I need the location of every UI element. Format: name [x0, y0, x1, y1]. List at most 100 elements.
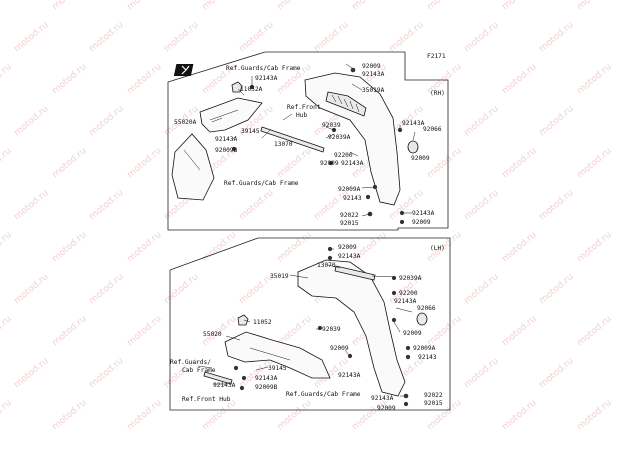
watermark-text: motod.ru	[463, 272, 501, 306]
label-92009A: 92009A	[413, 345, 436, 352]
label-13070: 13070	[274, 141, 293, 148]
label-92143A: 92143A	[371, 395, 394, 402]
label-ref-guards-cab-frame: Ref.Guards/Cab Frame	[226, 65, 301, 72]
watermark-text: motod.ru	[51, 314, 89, 348]
watermark-text: motod.ru	[576, 230, 614, 264]
watermark-text: motod.ru	[313, 20, 351, 54]
label-92015: 92015	[424, 400, 443, 407]
label-ref-front: Ref.Front	[287, 104, 321, 111]
watermark-text: motod.ru	[501, 398, 539, 432]
watermark-text: motod.ru	[351, 398, 389, 432]
watermark-text: motod.ru	[88, 272, 126, 306]
label-ref-guards: Ref.Guards/	[170, 359, 211, 366]
rear-guard-panel-rh	[199, 97, 263, 133]
watermark-text: motod.ru	[163, 20, 201, 54]
fender-35019	[297, 259, 406, 397]
watermark-text: motod.ru	[88, 104, 126, 138]
watermark-text: motod.ru	[0, 146, 14, 180]
side-label-lh: (LH)	[430, 245, 445, 252]
label-92009: 92009	[338, 244, 357, 251]
grommet-92066	[416, 312, 428, 326]
watermark-text: motod.ru	[463, 188, 501, 222]
label-92143A: 92143A	[402, 120, 425, 127]
watermark-text: motod.ru	[538, 272, 576, 306]
label-92143A: 92143A	[255, 375, 278, 382]
watermark-text: motod.ru	[463, 356, 501, 390]
watermark-text: motod.ru	[126, 146, 164, 180]
watermark-text: motod.ru	[276, 0, 314, 12]
label-92022: 92022	[424, 392, 443, 399]
label-92143A: 92143A	[213, 382, 236, 389]
rear-guard-panel-lh	[224, 331, 331, 379]
label-92143A: 92143A	[215, 136, 238, 143]
label-39145: 39145	[241, 128, 260, 135]
watermark-text: motod.ru	[0, 0, 14, 12]
watermark-text: motod.ru	[0, 398, 14, 432]
watermark-text: motod.ru	[13, 20, 51, 54]
watermark-text: motod.ru	[576, 314, 614, 348]
label-cab-frame: Cab Frame	[182, 367, 216, 374]
watermark-text: motod.ru	[538, 188, 576, 222]
watermark-text: motod.ru	[576, 62, 614, 96]
watermark-text: motod.ru	[126, 314, 164, 348]
bottom-section-frame	[169, 237, 451, 411]
bottom-section: (LH)	[169, 237, 451, 412]
kawasaki-logo-icon	[173, 64, 194, 76]
bracket-11052	[237, 314, 249, 326]
top-section-frame	[167, 51, 449, 231]
label-92066: 92066	[417, 305, 436, 312]
fender-35019A	[304, 72, 401, 206]
label-92143: 92143	[418, 354, 437, 361]
watermark-text: motod.ru	[501, 230, 539, 264]
watermark-text: motod.ru	[51, 0, 89, 12]
label-92200: 92200	[334, 152, 353, 159]
label-92009: 92009	[377, 405, 396, 412]
watermark-text: motod.ru	[126, 0, 164, 12]
label-92066: 92066	[423, 126, 442, 133]
watermark-text: motod.ru	[576, 146, 614, 180]
label-92200: 92200	[399, 290, 418, 297]
label-92009: 92009	[362, 63, 381, 70]
watermark-text: motod.ru	[126, 398, 164, 432]
label-92039A: 92039A	[399, 275, 422, 282]
watermark-text: motod.ru	[126, 62, 164, 96]
watermark-text: motod.ru	[576, 0, 614, 12]
label-92009: 92009	[330, 345, 349, 352]
watermark-text: motod.ru	[163, 272, 201, 306]
watermark-text: motod.ru	[276, 146, 314, 180]
label-92039A: 92039A	[328, 134, 351, 141]
side-label-rh: (RH)	[430, 90, 445, 97]
watermark-text: motod.ru	[538, 356, 576, 390]
label-92143A: 92143A	[338, 372, 361, 379]
label-92009: 92009	[411, 155, 430, 162]
label-35019A: 35019A	[362, 87, 385, 94]
watermark-text: motod.ru	[276, 398, 314, 432]
watermark-text: motod.ru	[13, 188, 51, 222]
watermark-text: motod.ru	[501, 0, 539, 12]
label-92143A: 92143A	[255, 75, 278, 82]
label-13070: 13070	[317, 262, 336, 269]
watermark-text: motod.ru	[51, 62, 89, 96]
label-92015: 92015	[340, 220, 359, 227]
watermark-text: motod.ru	[276, 230, 314, 264]
watermark-text: motod.ru	[501, 146, 539, 180]
watermark-text: motod.ru	[501, 314, 539, 348]
watermark-text: motod.ru	[576, 398, 614, 432]
strip-13070	[260, 126, 325, 153]
label-hub: Hub	[296, 112, 307, 119]
label-ref-guards-cab-frame: Ref.Guards/Cab Frame	[286, 391, 361, 398]
watermark-text: motod.ru	[0, 314, 14, 348]
label-92143A: 92143A	[394, 298, 417, 305]
label-92039: 92039	[322, 122, 341, 129]
watermark-text: motod.ru	[538, 104, 576, 138]
watermark-text: motod.ru	[501, 62, 539, 96]
watermark-text: motod.ru	[0, 62, 14, 96]
watermark-text: motod.ru	[201, 0, 239, 12]
label-92143A: 92143A	[341, 160, 364, 167]
watermark-text: motod.ru	[426, 314, 464, 348]
label-55020: 55020	[203, 331, 222, 338]
label-92009: 92009	[412, 219, 431, 226]
label-ref-guards-cab-frame: Ref.Guards/Cab Frame	[224, 180, 299, 187]
label-92009B: 92009B	[215, 147, 238, 154]
strip-39145	[203, 371, 233, 385]
